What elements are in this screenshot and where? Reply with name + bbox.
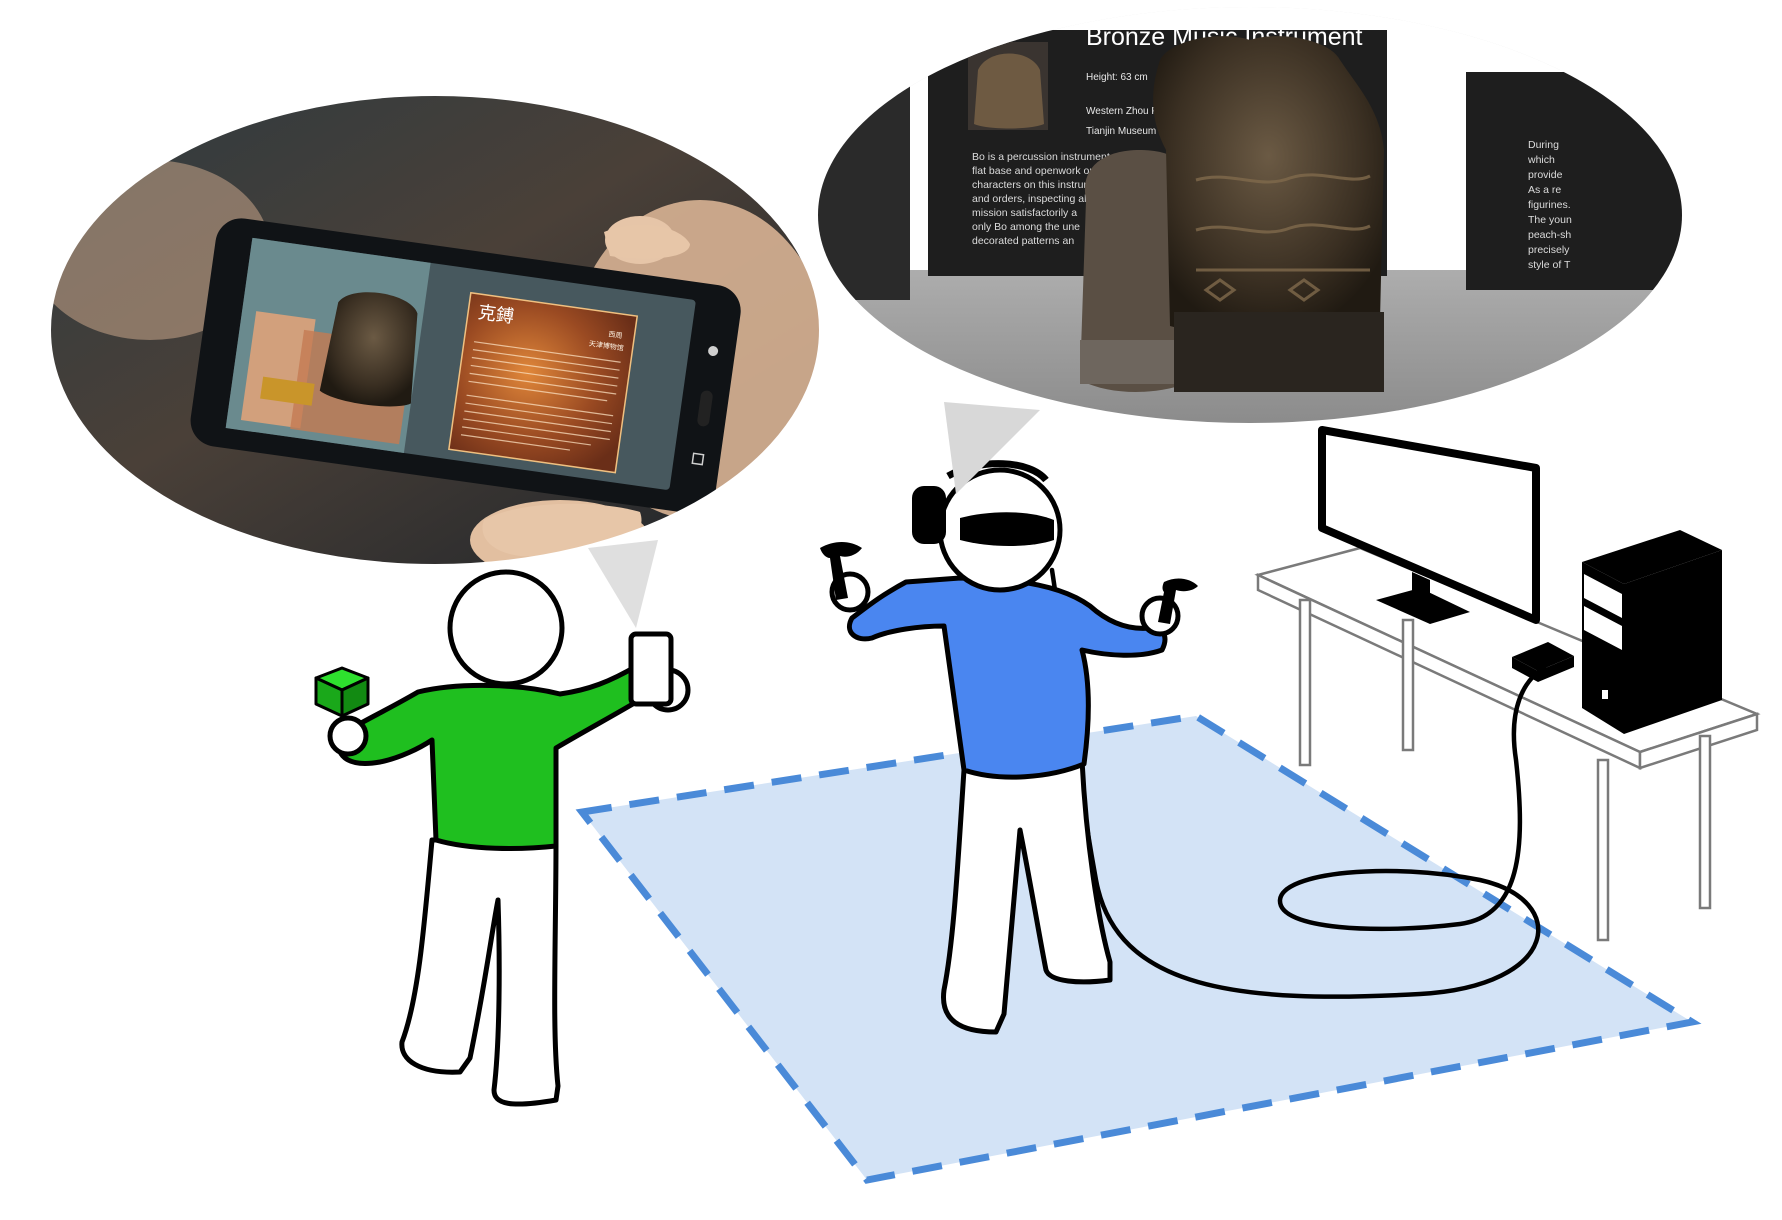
vr-period: Western Zhou Peri xyxy=(1086,106,1169,117)
vr-desc-line-6: only Bo among the une xyxy=(972,221,1080,233)
vr-right-line-3: provide xyxy=(1528,169,1563,181)
virtual-cube xyxy=(314,666,370,718)
monitor xyxy=(1318,426,1540,624)
vr-right-line-2: which xyxy=(1527,154,1555,166)
vr-right-line-8: precisely xyxy=(1528,244,1570,256)
vr-controller-right xyxy=(1158,578,1198,624)
vr-desc-line-5: mission satisfactorily a xyxy=(972,207,1077,219)
vr-right-line-9: style of T xyxy=(1528,259,1571,271)
vr-bubble: Bronze Music Instrument Height: 63 cm We… xyxy=(818,7,1682,494)
ar-period: 西周 xyxy=(608,330,623,340)
vr-museum: Tianjin Museum xyxy=(1086,126,1156,137)
vr-right-line-5: figurines. xyxy=(1528,199,1571,211)
ar-user xyxy=(314,569,691,1107)
ar-bubble: 克鎛 西周 天津博物馆 xyxy=(49,94,821,628)
vr-user xyxy=(820,460,1198,1035)
vr-desc-line-4: and orders, inspecting al xyxy=(972,193,1086,205)
headset-cable xyxy=(1049,567,1547,999)
vr-desc-line-1: Bo is a percussion instrument xyxy=(972,151,1110,163)
tracking-area xyxy=(575,712,1702,1184)
bronze-bell-front xyxy=(1153,36,1384,392)
vr-right-line-6: The youn xyxy=(1528,214,1572,226)
vr-right-line-4: As a re xyxy=(1528,184,1561,196)
vr-right-line-1: During xyxy=(1528,139,1559,151)
vr-desc-line-2: flat base and openwork or xyxy=(972,165,1093,177)
ar-title: 克鎛 xyxy=(477,302,516,328)
vr-right-line-7: peach-sh xyxy=(1528,229,1571,241)
pc-tower xyxy=(1582,530,1722,734)
vr-desc-line-3: characters on this instrum xyxy=(972,179,1092,191)
vr-controller-left xyxy=(820,542,862,600)
vr-height: Height: 63 cm xyxy=(1086,72,1148,83)
vr-desc-line-7: decorated patterns an xyxy=(972,235,1074,247)
